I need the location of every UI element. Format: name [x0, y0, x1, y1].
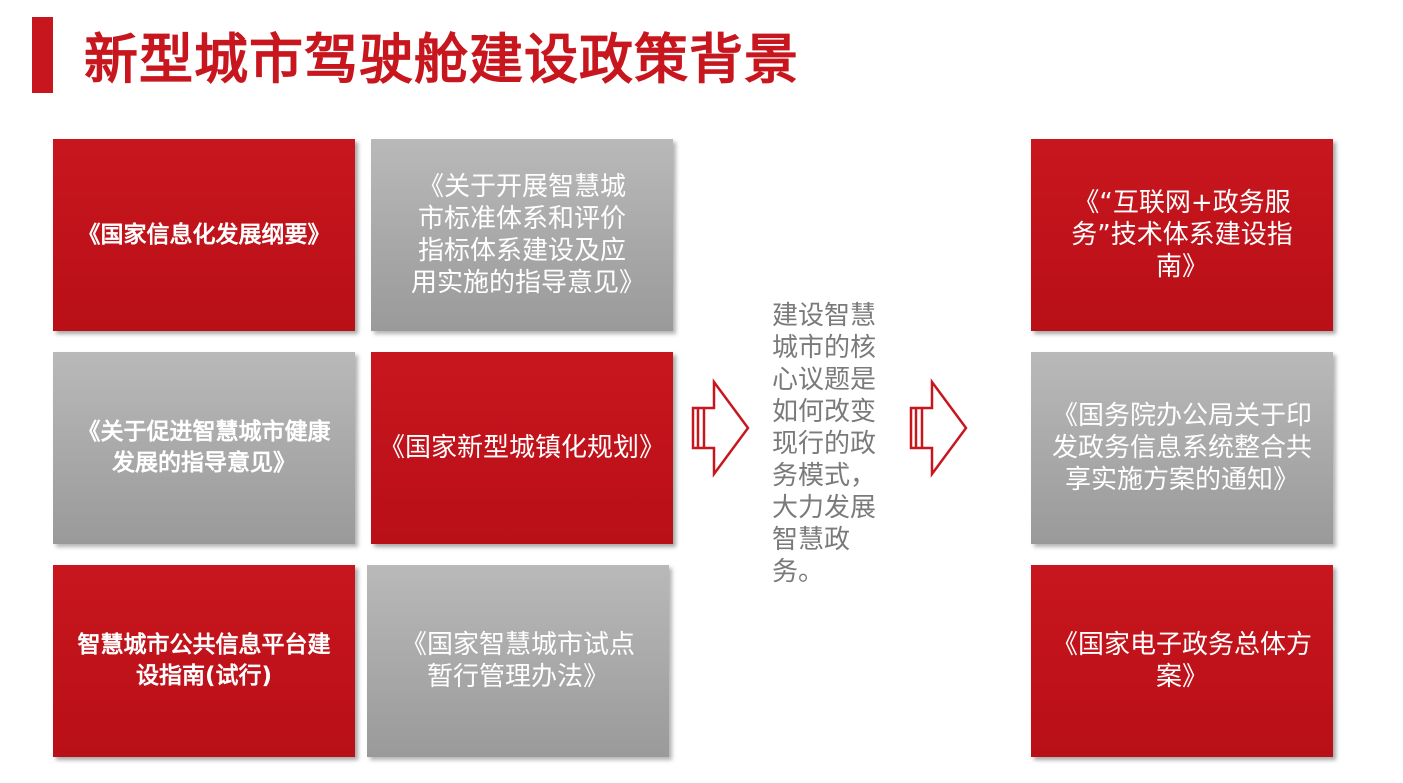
policy-box: 智慧城市公共信息平台建设指南(试行)	[53, 565, 355, 757]
policy-box-text: 《国家信息化发展纲要》	[77, 221, 331, 248]
policy-box: 《国家智慧城市试点暂行管理办法》	[367, 565, 669, 757]
policy-box: 《“互联网+政务服务”技术体系建设指南》	[1031, 139, 1333, 331]
policy-box-text: 《国家智慧城市试点暂行管理办法》	[400, 630, 635, 692]
right-arrow-icon	[691, 378, 750, 478]
policy-box: 《关于促进智慧城市健康发展的指导意见》	[53, 352, 355, 544]
right-arrow-icon	[909, 378, 968, 478]
title-accent-bar	[32, 17, 53, 93]
policy-box-text: 《关于促进智慧城市健康发展的指导意见》	[77, 419, 331, 476]
policy-box: 《关于开展智慧城市标准体系和评价指标体系建设及应用实施的指导意见》	[371, 139, 673, 331]
center-statement: 建设智慧城市的核心议题是如何改变现行的政务模式，大力发展智慧政务。	[772, 301, 877, 587]
policy-box-text: 《国务院办公局关于印发政务信息系统整合共享实施方案的通知》	[1051, 401, 1312, 495]
policy-box: 《国家信息化发展纲要》	[53, 139, 355, 331]
policy-box-text: 《国家新型城镇化规划》	[378, 433, 665, 463]
policy-box-text: 智慧城市公共信息平台建设指南(试行)	[77, 632, 331, 689]
policy-box-text: 《“互联网+政务服务”技术体系建设指南》	[1071, 188, 1293, 282]
policy-box-text: 《国家电子政务总体方案》	[1051, 630, 1312, 692]
policy-box: 《国务院办公局关于印发政务信息系统整合共享实施方案的通知》	[1031, 352, 1333, 544]
page-title: 新型城市驾驶舱建设政策背景	[84, 28, 799, 91]
policy-box: 《国家新型城镇化规划》	[371, 352, 673, 544]
policy-box-text: 《关于开展智慧城市标准体系和评价指标体系建设及应用实施的指导意见》	[411, 172, 646, 298]
policy-box: 《国家电子政务总体方案》	[1031, 565, 1333, 757]
